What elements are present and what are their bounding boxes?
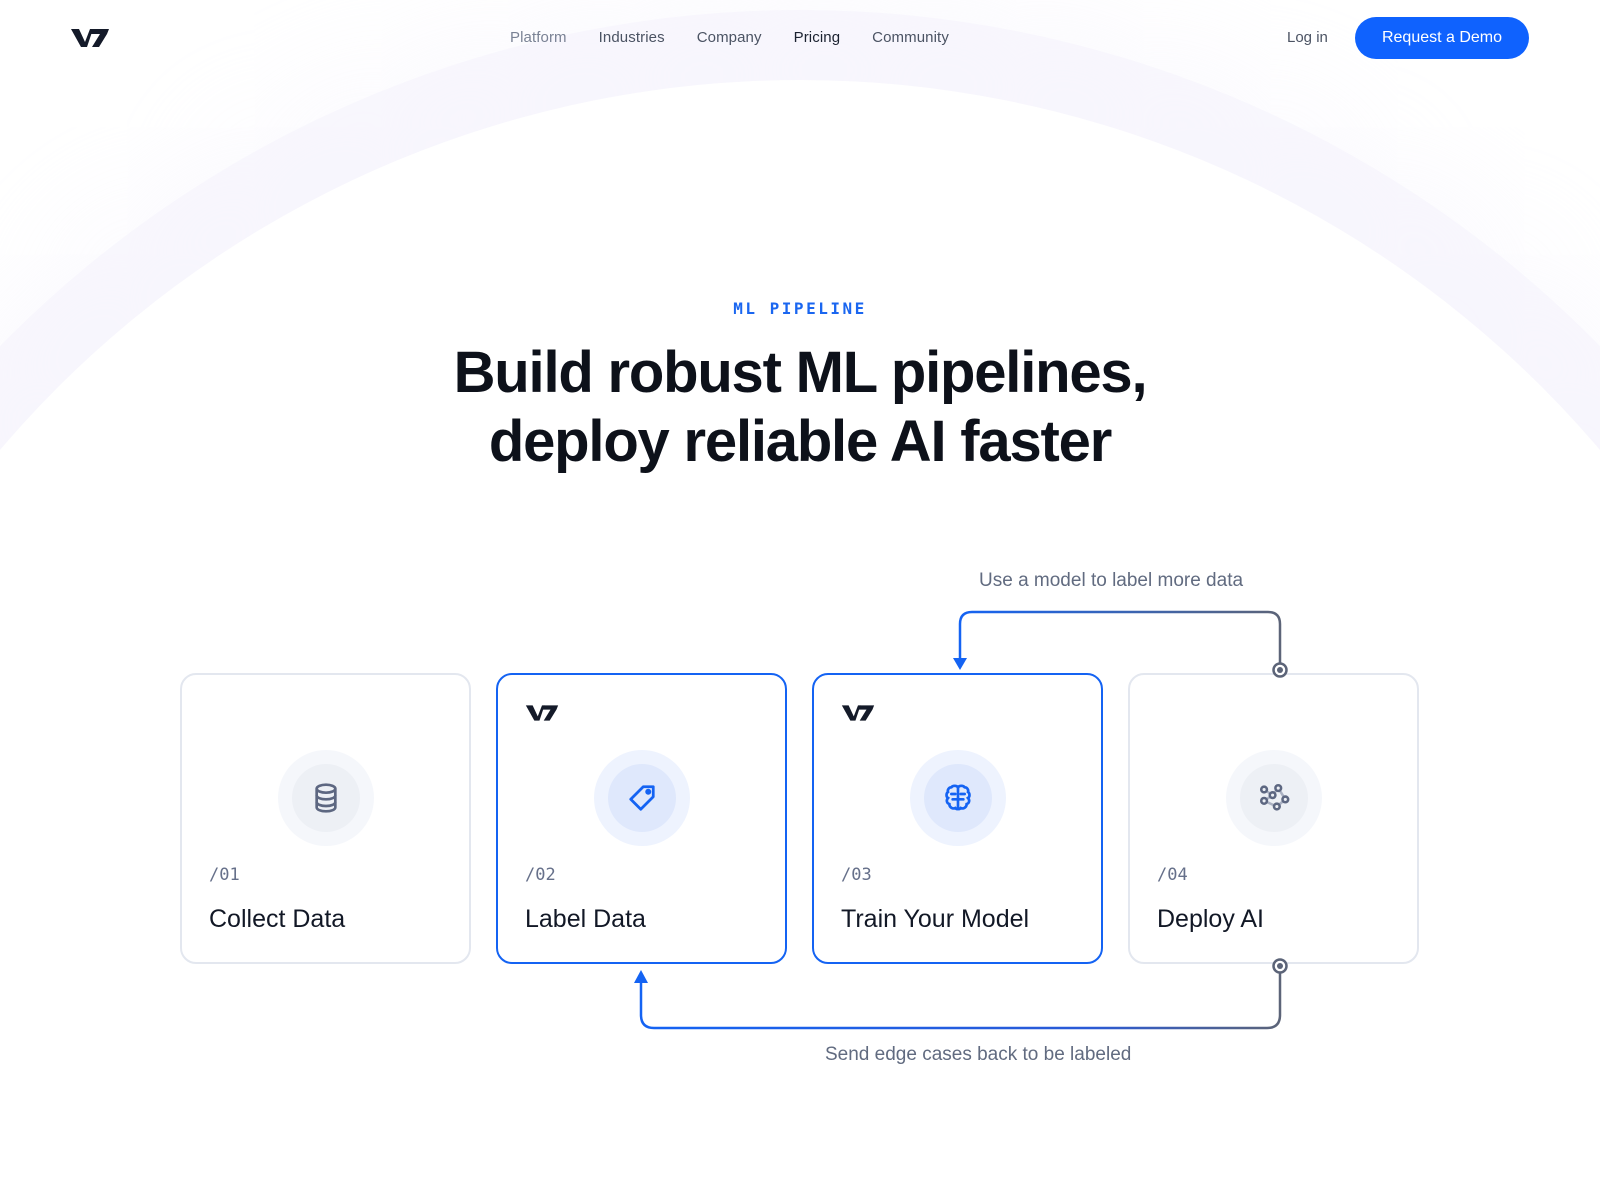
v7-badge-icon bbox=[841, 705, 875, 721]
v7-badge-icon bbox=[525, 705, 559, 721]
page-headline: Build robust ML pipelines, deploy reliab… bbox=[0, 338, 1600, 476]
top-loop-caption: Use a model to label more data bbox=[979, 570, 1244, 591]
network-icon bbox=[1259, 783, 1289, 811]
database-icon bbox=[314, 783, 337, 813]
icon-halo bbox=[909, 750, 1006, 846]
v7-logo[interactable] bbox=[70, 26, 110, 50]
pipeline-card-deploy-ai[interactable]: /04 Deploy AI bbox=[1128, 673, 1419, 964]
nav-links: Platform Industries Company Pricing Comm… bbox=[510, 29, 981, 46]
nav-link-pricing[interactable]: Pricing bbox=[793, 29, 841, 46]
icon-halo bbox=[593, 750, 690, 846]
card-title: Train Your Model bbox=[841, 905, 1030, 933]
brain-icon bbox=[944, 784, 971, 811]
bottom-loop-caption: Send edge cases back to be labeled bbox=[825, 1044, 1132, 1065]
top-navigation: Platform Industries Company Pricing Comm… bbox=[0, 0, 1600, 78]
card-title: Deploy AI bbox=[1157, 905, 1265, 933]
card-title: Collect Data bbox=[209, 905, 346, 933]
card-number: /04 bbox=[1157, 865, 1188, 885]
login-link[interactable]: Log in bbox=[1287, 29, 1328, 46]
icon-halo bbox=[1225, 750, 1322, 846]
pipeline-card-collect-data[interactable]: /01 Collect Data bbox=[180, 673, 471, 964]
nav-link-industries[interactable]: Industries bbox=[598, 29, 665, 46]
card-title: Label Data bbox=[525, 905, 646, 933]
pipeline-card-label-data[interactable]: /02 Label Data bbox=[496, 673, 787, 964]
section-eyebrow: ML PIPELINE bbox=[733, 299, 867, 318]
nav-link-platform[interactable]: Platform bbox=[510, 29, 567, 46]
tag-icon bbox=[628, 785, 655, 811]
headline-line-2: deploy reliable AI faster bbox=[488, 409, 1112, 474]
nav-link-company[interactable]: Company bbox=[696, 29, 762, 46]
pipeline-card-train-model[interactable]: /03 Train Your Model bbox=[812, 673, 1103, 964]
headline-line-1: Build robust ML pipelines, bbox=[453, 340, 1148, 405]
icon-halo bbox=[277, 750, 374, 846]
request-demo-button[interactable]: Request a Demo bbox=[1355, 17, 1529, 59]
card-number: /03 bbox=[841, 865, 872, 885]
card-number: /02 bbox=[525, 865, 556, 885]
nav-link-community[interactable]: Community bbox=[872, 29, 949, 46]
card-number: /01 bbox=[209, 865, 240, 885]
